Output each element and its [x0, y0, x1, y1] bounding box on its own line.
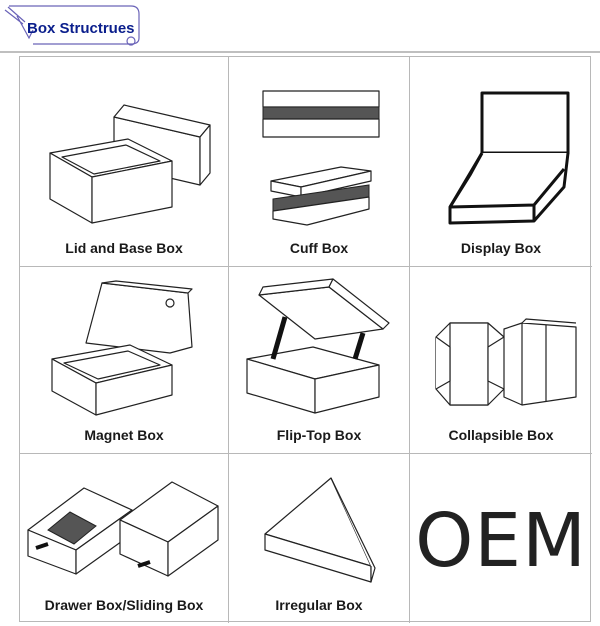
cell-magnet-box[interactable]: Magnet Box: [20, 267, 229, 454]
lid-base-box-icon: [49, 104, 211, 224]
drawer-box-icon: [27, 481, 219, 577]
title-badge: [4, 5, 140, 46]
cell-irregular-box[interactable]: Irregular Box: [229, 454, 410, 623]
box-structure-grid: Lid and Base Box Cuff Box Display Box: [19, 56, 592, 623]
cuff-box-icon: [262, 90, 380, 226]
box-label: Collapsible Box: [448, 427, 554, 443]
irregular-box-icon: [264, 477, 376, 583]
collapsible-box-icon: [435, 318, 577, 406]
cell-oem[interactable]: OEM: [410, 454, 592, 623]
cell-flip-top-box[interactable]: Flip-Top Box: [229, 267, 410, 454]
box-label: Magnet Box: [84, 427, 164, 443]
cell-display-box[interactable]: Display Box: [410, 57, 592, 267]
cell-drawer-box[interactable]: Drawer Box/Sliding Box: [20, 454, 229, 623]
oem-mark: OEM: [415, 498, 587, 584]
box-label: Drawer Box/Sliding Box: [44, 597, 204, 613]
magnet-box-icon: [51, 280, 193, 416]
page-title: Box Structrues: [27, 20, 135, 37]
box-label: Display Box: [460, 240, 542, 256]
flip-top-box-icon: [246, 278, 390, 414]
box-label: Irregular Box: [275, 597, 363, 613]
display-box-icon: [448, 91, 570, 225]
cell-collapsible-box[interactable]: Collapsible Box: [410, 267, 592, 454]
header-divider: [0, 51, 600, 53]
box-label: Cuff Box: [289, 240, 349, 256]
box-label: Lid and Base Box: [65, 240, 183, 256]
header: Box Structrues: [0, 0, 600, 54]
cell-cuff-box[interactable]: Cuff Box: [229, 57, 410, 267]
cell-lid-and-base-box[interactable]: Lid and Base Box: [20, 57, 229, 267]
box-label: Flip-Top Box: [276, 427, 362, 443]
